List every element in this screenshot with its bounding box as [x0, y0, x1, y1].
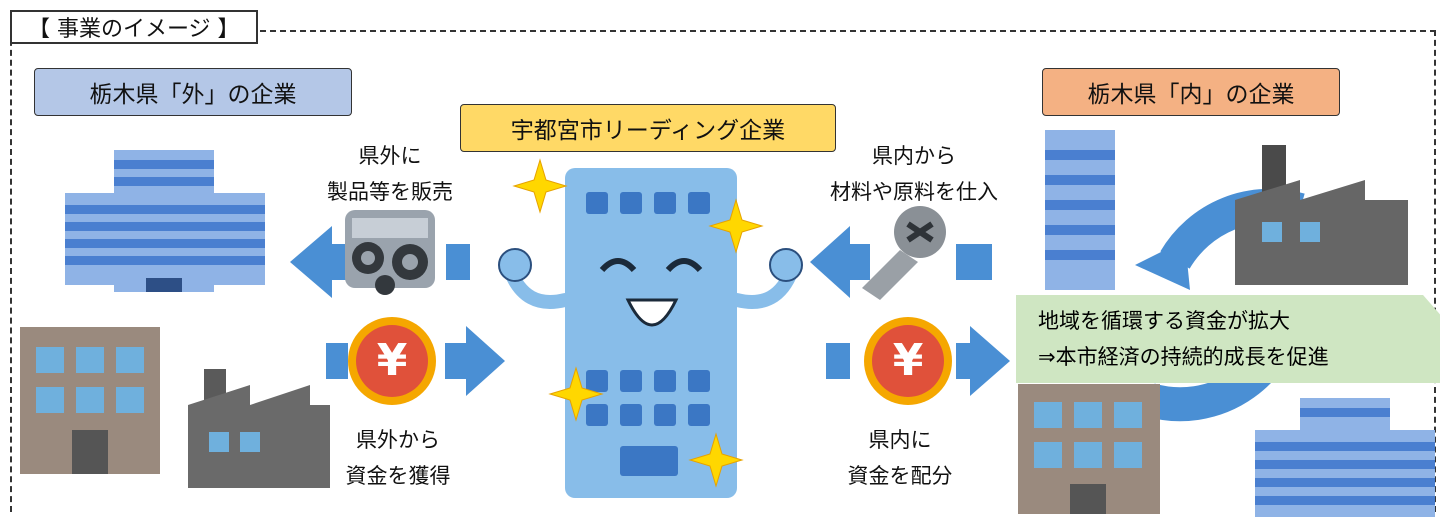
leading-company-building-character	[498, 168, 803, 498]
sell-caption-line1: 県外に	[358, 144, 422, 168]
purchase-caption-line1: 県内から	[872, 144, 956, 168]
yen-coin-right-icon	[864, 317, 952, 405]
factory-gray-icon	[188, 369, 330, 488]
factory-right-icon	[1235, 145, 1408, 285]
engine-icon	[345, 210, 435, 295]
inside-companies-label: 栃木県「内」の企業	[1042, 68, 1340, 116]
acquire-arrow-right	[326, 326, 505, 396]
apartment-right-icon	[1018, 384, 1160, 514]
office-building-right-icon	[1255, 398, 1435, 517]
acquire-caption-line1: 県外から	[356, 428, 440, 452]
sparkle-icons	[512, 158, 764, 488]
tall-building-blue-icon	[1045, 130, 1115, 290]
screw-icon	[862, 206, 946, 300]
distribute-caption: 県内に 資金を配分	[820, 422, 980, 494]
title-tab: 【 事業のイメージ 】	[10, 10, 258, 44]
dashed-frame	[10, 30, 1436, 512]
distribute-arrow-right	[826, 326, 1010, 396]
cycle-callout: 地域を循環する資金が拡大 ⇒本市経済の持続的成長を促進	[1016, 295, 1440, 383]
purchase-caption: 県内から 材料や原料を仕入	[796, 138, 1032, 210]
yen-symbol-left: ¥	[377, 335, 408, 386]
distribute-caption-line1: 県内に	[868, 428, 932, 452]
office-building-blue-icon	[65, 150, 265, 292]
leading-company-label: 宇都宮市リーディング企業	[460, 104, 836, 152]
purchase-caption-line2: 材料や原料を仕入	[830, 180, 998, 204]
outside-companies-label: 栃木県「外」の企業	[34, 68, 352, 116]
sell-caption-line2: 製品等を販売	[327, 180, 453, 204]
sell-caption: 県外に 製品等を販売	[300, 138, 480, 210]
callout-line1: 地域を循環する資金が拡大	[1038, 309, 1290, 333]
purchase-arrow-left	[810, 226, 992, 298]
distribute-caption-line2: 資金を配分	[847, 464, 953, 488]
yen-coin-left-icon	[348, 317, 436, 405]
sell-arrow-left	[290, 226, 470, 298]
yen-symbol-right: ¥	[893, 335, 924, 386]
acquire-caption: 県外から 資金を獲得	[318, 422, 478, 494]
acquire-caption-line2: 資金を獲得	[345, 464, 451, 488]
callout-line2: ⇒本市経済の持続的成長を促進	[1038, 345, 1329, 369]
apartment-brown-icon	[20, 327, 160, 474]
